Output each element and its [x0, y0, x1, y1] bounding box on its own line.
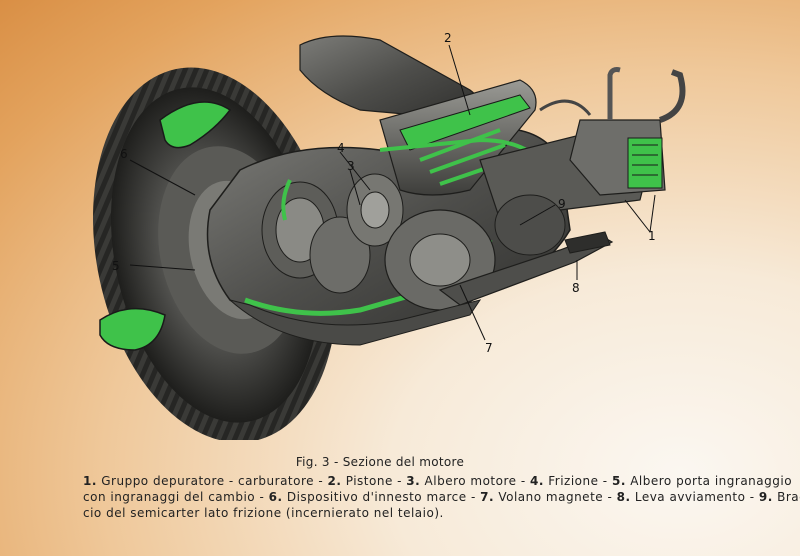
figure-caption: Fig. 3 - Sezione del motore: [295, 455, 465, 469]
legend-num-7: 7.: [480, 490, 495, 504]
legend-item-8: Leva avviamento -: [630, 490, 759, 504]
callout-5: 5: [112, 259, 120, 273]
legend-item-3: Albero motore -: [420, 474, 530, 488]
callout-9: 9: [558, 197, 566, 211]
callout-3: 3: [347, 159, 355, 173]
lower-casing: [229, 299, 482, 346]
legend-item-6: Dispositivo d'innesto marce -: [282, 490, 481, 504]
callout-7: 7: [485, 341, 493, 355]
casing-cutaway-outline-3: [281, 179, 292, 221]
callout-1: 1: [648, 229, 656, 243]
gear-assembly: [261, 173, 404, 294]
cylinder-cutaway: [379, 79, 537, 196]
callout-2: 2: [444, 31, 452, 45]
legend-item-2: Pistone -: [341, 474, 407, 488]
mudguard-bottom-section: [99, 307, 166, 351]
engine-cutaway-illustration: 2 4 3 6 5 9 1 8 7: [93, 31, 686, 440]
callout-lines: [129, 44, 656, 341]
carburetor-group: [539, 67, 686, 196]
legend-num-3: 3.: [406, 474, 421, 488]
legend-item-9: Braccio: [777, 490, 800, 504]
legend-num-1: 1.: [83, 474, 97, 488]
legend-item-1: Gruppo depuratore - carburatore -: [96, 474, 328, 488]
legend-num-2: 2.: [327, 474, 342, 488]
callout-8: 8: [572, 281, 580, 295]
legend-item-4: Frizione -: [543, 474, 612, 488]
legend-item-5-cont: con ingranaggi del cambio -: [83, 490, 269, 504]
legend-line-1: 1. Gruppo depuratore - carburatore - 2. …: [83, 473, 792, 489]
legend-text: 1. Gruppo depuratore - carburatore - 2. …: [83, 473, 800, 521]
callout-6: 6: [120, 147, 128, 161]
callout-4: 4: [337, 141, 345, 155]
mudguard-top-section: [159, 101, 232, 149]
legend-num-6: 6.: [268, 490, 283, 504]
legend-item-5: Albero porta ingranaggio: [625, 474, 793, 488]
legend-num-9: 9.: [758, 490, 773, 504]
legend-num-8: 8.: [616, 490, 631, 504]
legend-num-5: 5.: [611, 474, 626, 488]
legend-item-7: Volano magnete -: [494, 490, 617, 504]
legend-num-4: 4.: [530, 474, 544, 488]
legend-line-3: cio del semicarter lato frizione (incern…: [83, 506, 444, 520]
legend-line-2: con ingranaggi del cambio - 6. Dispositi…: [83, 489, 800, 505]
